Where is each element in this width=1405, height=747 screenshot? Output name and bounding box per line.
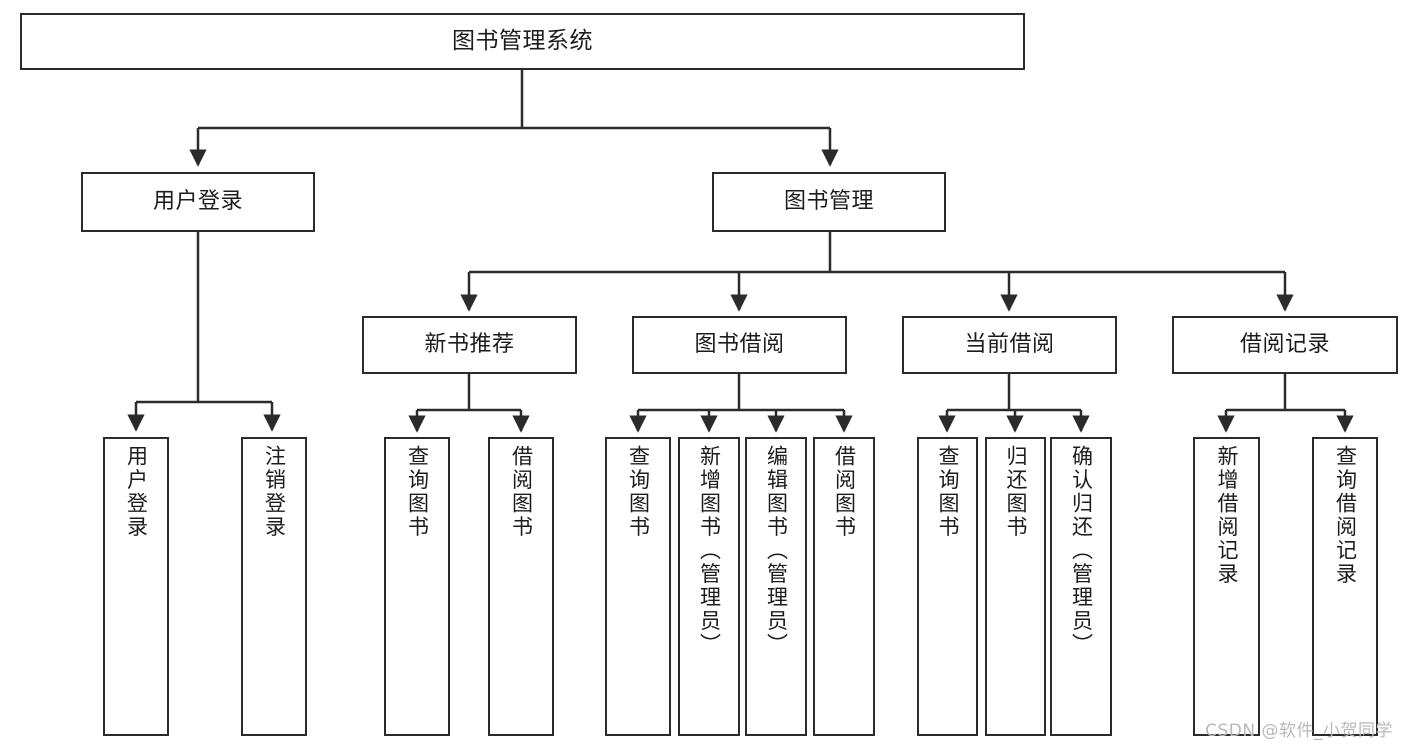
node-label: 图书管理 — [783, 188, 874, 214]
leaf-query-book-newbook[interactable]: 查询图书 — [384, 437, 450, 736]
node-root-system[interactable]: 图书管理系统 — [20, 13, 1025, 70]
node-user-login[interactable]: 用户登录 — [81, 172, 315, 232]
node-label: 新书推荐 — [424, 331, 515, 357]
node-label: 用户登录 — [124, 445, 149, 539]
node-label: 借阅图书 — [832, 445, 857, 539]
node-borrow-record[interactable]: 借阅记录 — [1172, 316, 1398, 374]
node-book-borrow[interactable]: 图书借阅 — [632, 316, 847, 374]
node-label: 借阅记录 — [1239, 331, 1330, 357]
node-label: 图书管理系统 — [452, 27, 593, 54]
leaf-query-borrow-record[interactable]: 查询借阅记录 — [1312, 437, 1378, 736]
leaf-logout[interactable]: 注销登录 — [241, 437, 307, 736]
node-label: 当前借阅 — [964, 331, 1055, 357]
leaf-return-book[interactable]: 归还图书 — [985, 437, 1046, 736]
node-label: 注销登录 — [262, 445, 287, 539]
node-label: 借阅图书 — [509, 445, 534, 539]
node-label: 新增借阅记录 — [1215, 445, 1239, 586]
node-label: 查询图书 — [405, 445, 430, 539]
leaf-edit-book-admin[interactable]: 编辑图书（管理员） — [745, 437, 807, 736]
node-label: 图书借阅 — [694, 331, 785, 357]
node-label: 查询图书 — [936, 445, 960, 539]
node-book-management[interactable]: 图书管理 — [712, 172, 946, 232]
node-label: 编辑图书（管理员） — [764, 445, 789, 657]
node-label: 确认归还（管理员） — [1069, 445, 1094, 657]
leaf-query-book-borrow[interactable]: 查询图书 — [605, 437, 671, 736]
leaf-query-book-current[interactable]: 查询图书 — [917, 437, 978, 736]
leaf-confirm-return-admin[interactable]: 确认归还（管理员） — [1050, 437, 1112, 736]
csdn-watermark: CSDN @软件_小贺同学 — [1205, 721, 1393, 741]
node-label: 新增图书（管理员） — [697, 445, 722, 657]
leaf-add-book-admin[interactable]: 新增图书（管理员） — [678, 437, 740, 736]
node-new-book-recommend[interactable]: 新书推荐 — [362, 316, 577, 374]
leaf-add-borrow-record[interactable]: 新增借阅记录 — [1193, 437, 1260, 736]
node-current-borrow[interactable]: 当前借阅 — [902, 316, 1117, 374]
node-label: 归还图书 — [1004, 445, 1028, 539]
leaf-borrow-book[interactable]: 借阅图书 — [813, 437, 875, 736]
node-label: 查询图书 — [626, 445, 651, 539]
node-label: 查询借阅记录 — [1333, 445, 1358, 586]
leaf-borrow-book-newbook[interactable]: 借阅图书 — [488, 437, 554, 736]
node-label: 用户登录 — [152, 188, 243, 214]
leaf-user-login[interactable]: 用户登录 — [103, 437, 169, 736]
